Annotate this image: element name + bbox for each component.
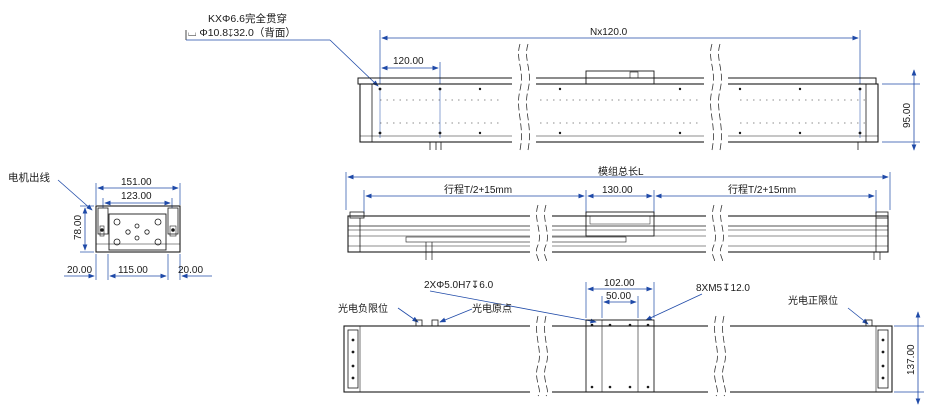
pos-limit-label: 光电正限位 xyxy=(788,294,838,307)
hole-note-line2: ⌴ Φ10.8↧32.0（背面） xyxy=(188,26,296,39)
thread-note: 8XM5↧12.0 xyxy=(696,283,750,294)
end-bottom-middle: 115.00 xyxy=(118,265,148,276)
end-bottom-right: 20.00 xyxy=(178,265,203,276)
stroke-left-label: 行程T/2+15mm xyxy=(444,183,512,196)
stroke-right-label: 行程T/2+15mm xyxy=(728,183,796,196)
pitch-total-label: Nx120.0 xyxy=(590,27,628,38)
end-view: 电机出线 151.00 123.00 78.00 xyxy=(8,171,212,280)
top-height-label: 95.00 xyxy=(902,103,913,128)
carriage-outer-label: 102.00 xyxy=(604,278,635,289)
bottom-view: 2XΦ5.0H7↧6.0 8XM5↧12.0 102.00 50.00 光电负限… xyxy=(338,278,924,405)
motor-cable-label: 电机出线 xyxy=(8,171,50,184)
pitch-label: 120.00 xyxy=(393,56,424,67)
total-length-label: 模组总长L xyxy=(598,165,644,178)
end-height-label: 78.00 xyxy=(73,215,84,240)
neg-limit-label: 光电负限位 xyxy=(338,302,388,315)
bottom-height-label: 137.00 xyxy=(906,344,917,375)
end-bottom-left: 20.00 xyxy=(67,265,92,276)
carriage-width-label: 130.00 xyxy=(602,185,633,196)
top-view: KXΦ6.6完全贯穿 ⌴ Φ10.8↧32.0（背面） Nx120.0 120.… xyxy=(185,12,920,152)
end-width-outer: 151.00 xyxy=(121,177,152,188)
hole-note-line1: KXΦ6.6完全贯穿 xyxy=(208,12,287,25)
end-width-inner: 123.00 xyxy=(121,191,152,202)
origin-label: 光电原点 xyxy=(472,302,512,315)
carriage-inner-label: 50.00 xyxy=(606,291,631,302)
pin-hole-note: 2XΦ5.0H7↧6.0 xyxy=(424,280,494,291)
side-view: 模组总长L 行程T/2+15mm 130.00 行程T/2+15mm xyxy=(345,165,891,264)
